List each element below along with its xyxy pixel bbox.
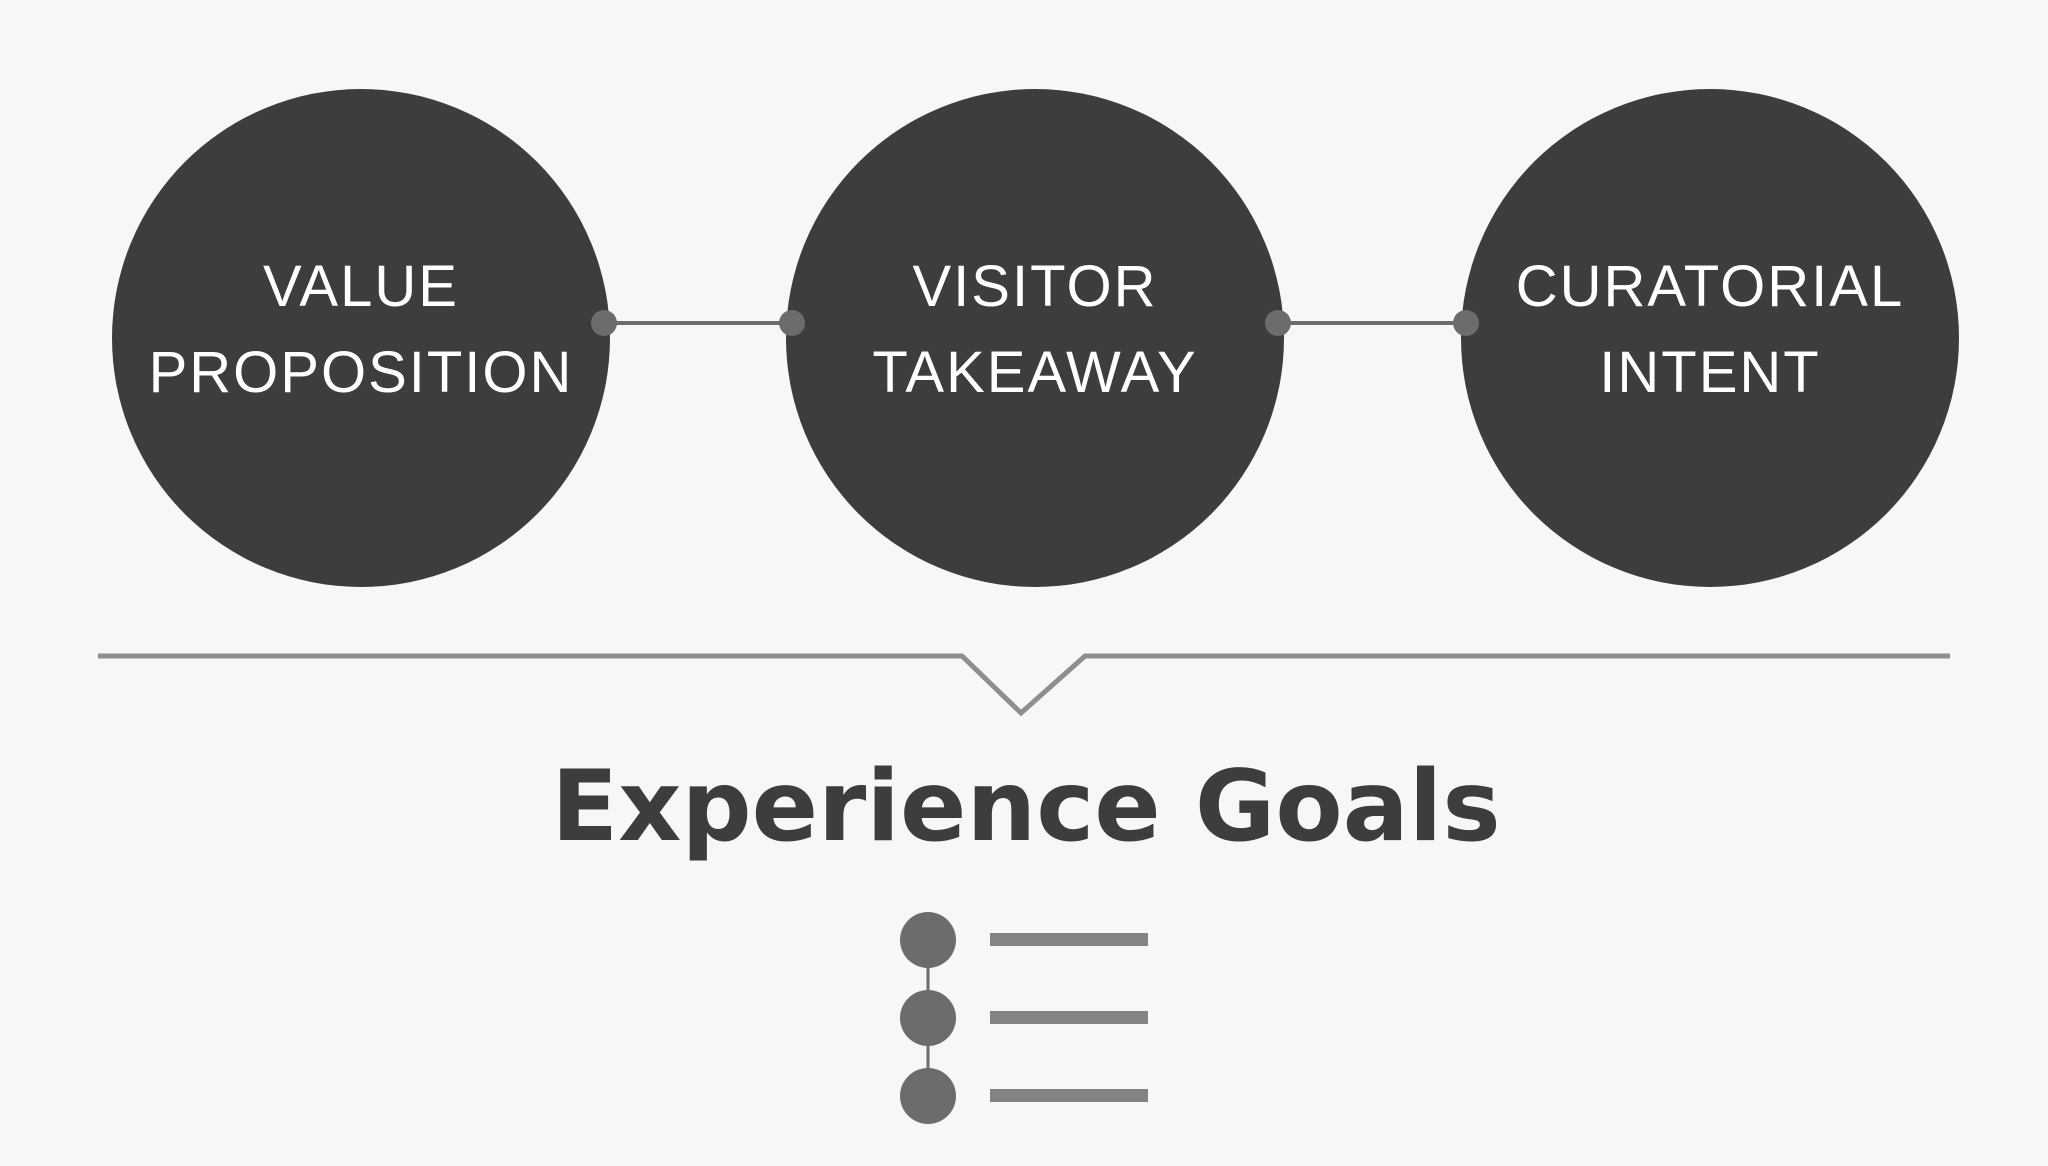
- connector-dot: [779, 310, 805, 336]
- circle-shape: [1461, 89, 1959, 587]
- connector-dot: [1453, 310, 1479, 336]
- circle-label-line: PROPOSITION: [149, 340, 574, 405]
- circle-label-line: VISITOR: [913, 254, 1158, 319]
- connector-dots: [591, 310, 1479, 336]
- list-bar: [990, 1089, 1148, 1102]
- list-dot: [900, 1068, 956, 1124]
- circle-label-line: TAKEAWAY: [872, 340, 1197, 405]
- circle-curatorial-intent: CURATORIAL INTENT: [1461, 89, 1959, 587]
- circle-shape: [786, 89, 1284, 587]
- circle-value-proposition: VALUE PROPOSITION: [112, 89, 610, 587]
- bracket-line: [98, 653, 1950, 717]
- circle-label-line: VALUE: [263, 254, 459, 319]
- circle-shape: [112, 89, 610, 587]
- list-dot: [900, 912, 956, 968]
- experience-goals-title: Experience Goals: [551, 750, 1500, 864]
- circle-label-line: INTENT: [1599, 340, 1820, 405]
- circle-label-line: CURATORIAL: [1516, 254, 1904, 319]
- connector-dot: [1265, 310, 1291, 336]
- list-bar: [990, 1011, 1148, 1024]
- list-dot: [900, 990, 956, 1046]
- list-timeline-icon: [900, 912, 1148, 1124]
- connector-dot: [591, 310, 617, 336]
- list-bar: [990, 933, 1148, 946]
- circle-visitor-takeaway: VISITOR TAKEAWAY: [786, 89, 1284, 587]
